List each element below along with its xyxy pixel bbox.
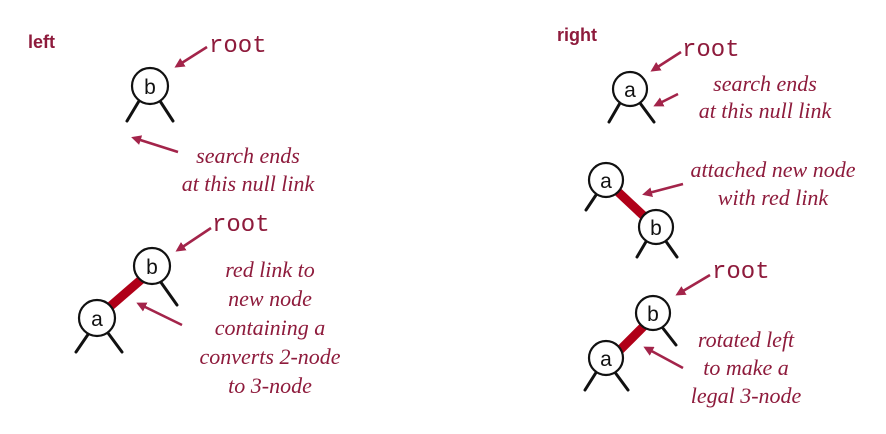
- node-key: a: [91, 308, 103, 331]
- annotation-line: search ends: [713, 71, 817, 96]
- left-before-group: root b search ends at this null link: [125, 33, 316, 196]
- null-link: [635, 238, 649, 259]
- right-step3-root-label: root: [712, 259, 770, 286]
- null-link-right: [158, 99, 175, 123]
- node-key: b: [146, 256, 158, 279]
- left-after-group: root b a red link to new node containing…: [74, 212, 341, 398]
- null-link: [660, 325, 678, 347]
- null-link: [583, 369, 599, 392]
- node-key: b: [650, 217, 662, 240]
- left-after-root-label: root: [212, 212, 270, 239]
- annotation-line: converts 2-node: [199, 344, 340, 369]
- annotation-line: containing a: [215, 315, 326, 340]
- node-key: b: [647, 303, 659, 326]
- red-link: [614, 321, 649, 356]
- null-link: [106, 331, 124, 354]
- annotation-line: red link to: [225, 257, 315, 282]
- annotation-line: at this null link: [699, 98, 833, 123]
- annotation-line: rotated left: [698, 327, 795, 352]
- null-link: [74, 331, 91, 354]
- right-step3-root-arrow: [675, 273, 711, 296]
- left-heading: left: [28, 32, 55, 52]
- null-link: [607, 101, 622, 124]
- left-after-note-arrow: [136, 302, 183, 327]
- node-key: a: [600, 348, 612, 371]
- right-step3-note-arrow: [643, 346, 684, 370]
- null-link: [663, 238, 679, 259]
- tree-node: [130, 66, 170, 106]
- tree-node: [587, 161, 625, 199]
- right-heading: right: [557, 25, 597, 45]
- null-link-left: [125, 99, 141, 123]
- red-link: [103, 274, 146, 314]
- tree-node: [611, 70, 649, 108]
- null-link: [158, 279, 179, 307]
- right-step1-root-label: root: [682, 37, 740, 64]
- right-step3-group: root b a rotated left to make a legal 3-…: [583, 259, 802, 408]
- null-link: [612, 369, 630, 392]
- left-after-root-arrow: [175, 226, 212, 252]
- left-before-root-label: root: [209, 33, 267, 60]
- right-step1-root-arrow: [650, 50, 682, 72]
- left-before-note-arrow: [131, 135, 179, 154]
- node-key: a: [600, 170, 612, 193]
- tree-node: [132, 246, 172, 286]
- tree-node: [637, 208, 675, 246]
- annotation-line: new node: [228, 286, 312, 311]
- left-before-root-arrow: [174, 45, 208, 68]
- tree-node: [587, 339, 625, 377]
- tree-node: [634, 294, 672, 332]
- annotation-line: attached new node: [691, 157, 856, 182]
- node-key: b: [144, 76, 156, 99]
- right-step2-group: a b attached new node with red link: [584, 157, 856, 259]
- node-key: a: [624, 79, 636, 102]
- annotation-line: search ends: [196, 143, 300, 168]
- tree-node: [77, 298, 117, 338]
- null-link: [638, 101, 656, 124]
- right-step1-note-arrow: [653, 92, 679, 107]
- annotation-line: legal 3-node: [691, 383, 802, 408]
- annotation-line: to make a: [703, 355, 789, 380]
- right-step2-note-arrow: [642, 182, 684, 198]
- annotation-line: with red link: [718, 185, 830, 210]
- right-step1-group: root a search ends at this null link: [607, 37, 833, 124]
- annotation-line: at this null link: [182, 171, 316, 196]
- annotation-line: to 3-node: [228, 373, 312, 398]
